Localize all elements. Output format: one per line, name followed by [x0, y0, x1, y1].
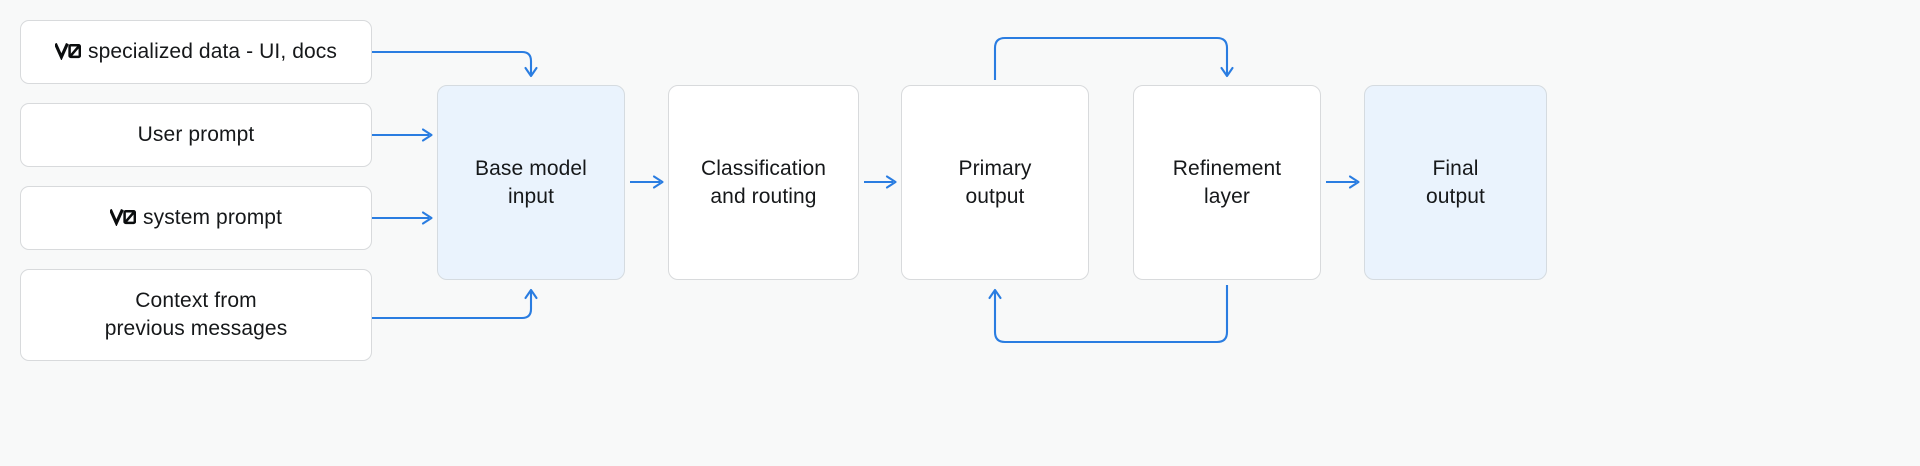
input-label-specialized-data: specialized data - UI, docs	[45, 38, 347, 66]
input-label-system-prompt: system prompt	[100, 204, 292, 232]
connector-primary-output-to-refinement-top	[993, 36, 1234, 80]
input-label-context: Context from previous messages	[104, 289, 288, 340]
stage-label-refinement-layer: Refinement layer	[1172, 156, 1282, 208]
connector-classification-to-primary-output	[864, 175, 897, 189]
connector-refinement-to-primary-output-bottom	[988, 285, 1229, 344]
connector-context-to-base-model	[372, 288, 538, 320]
stage-node-refinement-layer[interactable]: Refinement layer	[1133, 85, 1321, 280]
stage-label-primary-output: Primary output	[958, 156, 1032, 208]
stage-node-base-model-input[interactable]: Base model input	[437, 85, 625, 280]
v0-logo-icon	[55, 43, 81, 61]
connector-refinement-to-final-output	[1326, 175, 1360, 189]
connector-specialized-data-to-base-model	[372, 50, 538, 78]
stage-node-final-output[interactable]: Final output	[1364, 85, 1547, 280]
connector-system-prompt-to-base-model	[372, 211, 433, 225]
v0-logo-icon	[110, 209, 136, 227]
connector-base-model-to-classification	[630, 175, 664, 189]
stage-node-primary-output[interactable]: Primary output	[901, 85, 1089, 280]
input-label-user-prompt: User prompt	[137, 123, 255, 147]
stage-label-final-output: Final output	[1426, 156, 1485, 208]
stage-node-classification-routing[interactable]: Classification and routing	[668, 85, 859, 280]
input-node-context[interactable]: Context from previous messages	[20, 269, 372, 361]
connector-user-prompt-to-base-model	[372, 128, 433, 142]
input-node-user-prompt[interactable]: User prompt	[20, 103, 372, 167]
stage-label-base-model-input: Base model input	[475, 156, 587, 208]
stage-label-classification-routing: Classification and routing	[700, 156, 827, 208]
input-node-specialized-data[interactable]: specialized data - UI, docs	[20, 20, 372, 84]
input-node-system-prompt[interactable]: system prompt	[20, 186, 372, 250]
